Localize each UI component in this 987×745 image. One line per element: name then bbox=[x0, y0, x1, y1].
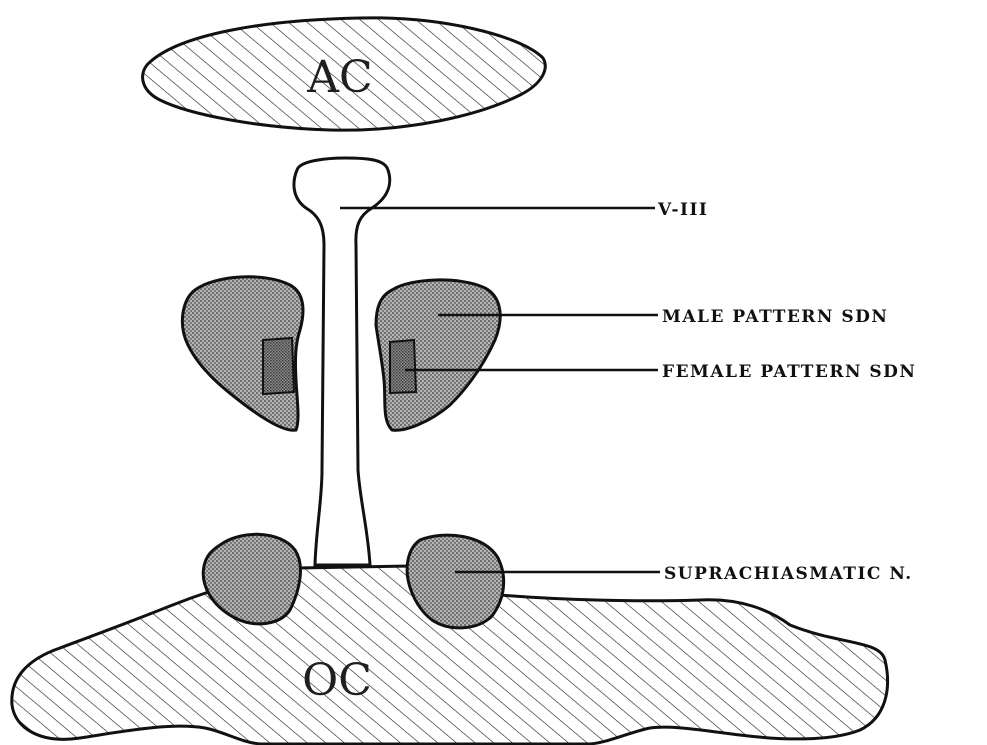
scn-label: SUPRACHIASMATIC N. bbox=[664, 564, 913, 584]
female-sdn-label: FEMALE PATTERN SDN bbox=[662, 362, 916, 382]
left-female-sdn-shape bbox=[263, 338, 294, 394]
anterior-commissure-label: AC bbox=[306, 52, 372, 103]
right-female-sdn-shape bbox=[390, 340, 416, 393]
male-sdn-label: MALE PATTERN SDN bbox=[662, 307, 888, 327]
optic-chiasm-label: OC bbox=[302, 655, 372, 706]
third-ventricle-shape bbox=[294, 158, 390, 565]
ventricle-label: V-III bbox=[657, 200, 708, 220]
